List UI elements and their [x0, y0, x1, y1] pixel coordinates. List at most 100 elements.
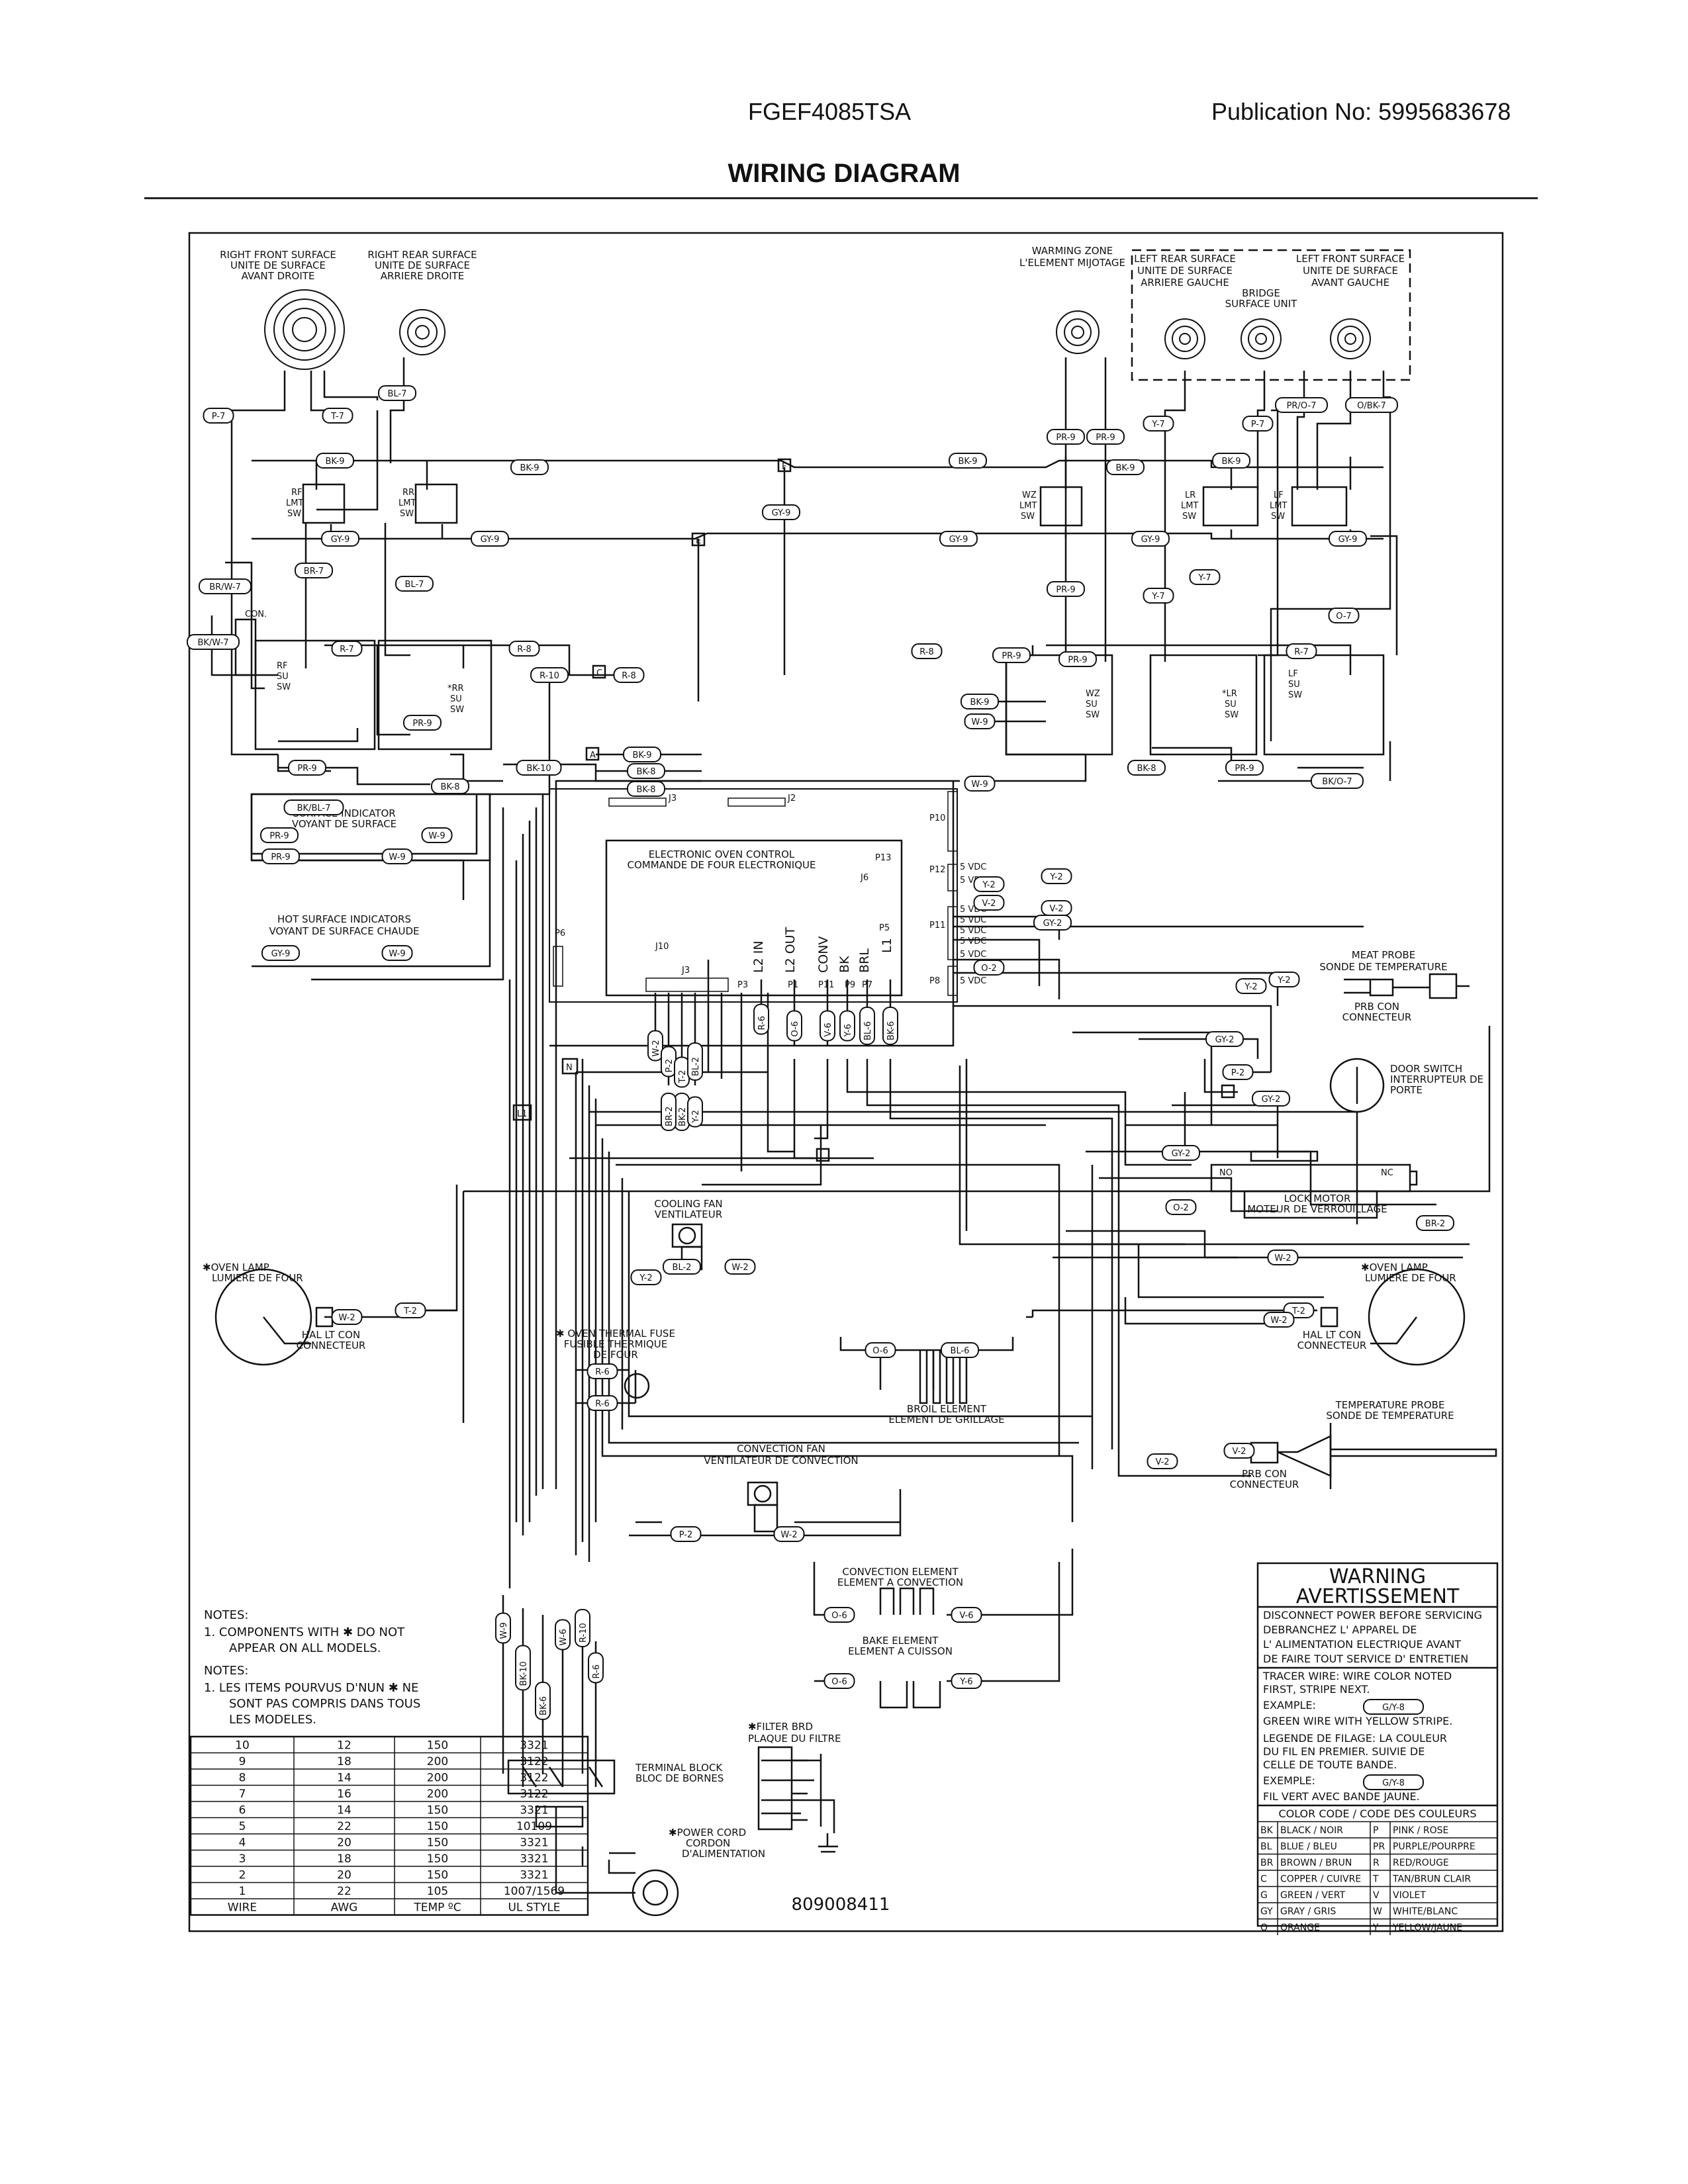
- wire-table-cell: 3321: [520, 1869, 548, 1882]
- bridge-surface-coil: [1241, 318, 1282, 359]
- color-code-cell: GY: [1260, 1907, 1273, 1917]
- wire-tag-text: W-6: [559, 1629, 569, 1645]
- wire-tag-text: T-2: [678, 1070, 688, 1084]
- eoc-port-p6: P6: [555, 929, 565, 938]
- wire-tag-text: BK-10: [526, 764, 551, 774]
- wire-tag: Y-7: [1143, 416, 1174, 432]
- eoc-pin-l2out: L2 OUT: [783, 927, 798, 973]
- warning-line: DU FIL EN PREMIER. SUIVIE DE: [1263, 1745, 1425, 1758]
- meat-prb-con-2: CONNECTEUR: [1342, 1011, 1412, 1023]
- eoc-pin-conv: CONV: [816, 936, 831, 973]
- wire-tag: GY-9: [1131, 531, 1170, 547]
- junction-e: E: [696, 536, 701, 546]
- eoc-port-j2: J2: [787, 794, 796, 803]
- broil-2: ELEMENT DE GRILLAGE: [888, 1414, 1004, 1426]
- wire-tag: PR-9: [1225, 760, 1264, 776]
- wire-tag-text: W-2: [1270, 1316, 1287, 1326]
- wire-tag-text: W-9: [499, 1622, 509, 1639]
- left-oven-lamp-1: ✱OVEN LAMP: [203, 1261, 269, 1273]
- wire-tag: R-7: [331, 641, 363, 657]
- wire-table-header: WIRE: [228, 1901, 257, 1915]
- wire-tag-text: BL-6: [951, 1346, 970, 1356]
- meat-probe-symbol: [1344, 973, 1470, 999]
- wire-tag-text: GY-9: [1338, 535, 1358, 545]
- color-code-cell: PR: [1373, 1842, 1385, 1852]
- junction-n: N: [566, 1063, 573, 1073]
- lock-motor-symbol: [1210, 1150, 1418, 1219]
- wire-tag-text: BK-9: [520, 463, 539, 473]
- wire-tag: PR-9: [1058, 651, 1097, 667]
- rr-lmt-3: SW: [400, 509, 414, 519]
- wire-tag: GY-2: [1162, 1145, 1200, 1161]
- wire-tag: R-6: [588, 1652, 604, 1684]
- eoc-port-p1: P1: [788, 980, 798, 990]
- wire-tag-text: V-6: [823, 1023, 833, 1036]
- lr-su-1: *LR: [1222, 689, 1237, 699]
- wire-tag: W-2: [331, 1309, 363, 1325]
- wire-tag: GY-2: [1252, 1091, 1290, 1107]
- wire-table-cell: 22: [337, 1820, 352, 1833]
- wire-table-cell: 150: [427, 1804, 448, 1817]
- wire-tag: R-8: [508, 641, 540, 657]
- wire-tag-text: BK-9: [958, 457, 977, 467]
- wire-tag: BK-8: [627, 781, 665, 797]
- wire-tag-text: BL-6: [863, 1021, 873, 1040]
- wire-tag-text: BR-2: [665, 1107, 675, 1126]
- wire-tag-text: GY-9: [331, 535, 350, 545]
- wire-tag: BK/W-7: [187, 634, 240, 650]
- wire-tag-text: PR-9: [1056, 585, 1075, 595]
- wire-tag: BK-9: [1106, 459, 1145, 475]
- temperature-probe-symbol: [1250, 1423, 1497, 1489]
- wire-tag: O/BK-7: [1345, 397, 1398, 413]
- lf-lmt-3: SW: [1271, 512, 1285, 522]
- wire-tag-text: Y-6: [843, 1024, 853, 1037]
- color-code-cell: BL: [1260, 1842, 1272, 1852]
- color-code-cell: R: [1373, 1858, 1380, 1868]
- wire-tag: PR-9: [260, 827, 299, 843]
- wire-tag-text: T-7: [330, 412, 344, 422]
- warning-line: DE FAIRE TOUT SERVICE D' ENTRETIEN: [1263, 1653, 1468, 1665]
- right-oven-lamp-1: ✱OVEN LAMP: [1361, 1261, 1428, 1273]
- wire-tag-text: PR-9: [1096, 433, 1115, 443]
- wire-table-cell: 3122: [520, 1755, 548, 1768]
- right-hal-lt-1: HAL LT CON: [1303, 1329, 1361, 1341]
- wire-tag: GY-2: [1205, 1031, 1244, 1047]
- meat-probe-2: SONDE DE TEMPERATURE: [1319, 961, 1447, 973]
- eoc-pin-brl: BRL: [857, 948, 872, 973]
- p11-connector: [947, 906, 958, 960]
- wire-tag: R-7: [1286, 643, 1317, 659]
- rf-surface-coil: [264, 289, 345, 370]
- wire-tag-text: P-2: [1231, 1068, 1245, 1078]
- lf-su-3: SW: [1288, 690, 1302, 700]
- eoc-port-j3b: J3: [681, 966, 690, 976]
- warning-title-fr: AVERTISSEMENT: [1296, 1585, 1460, 1608]
- wire-tag-text: GY-9: [1141, 535, 1160, 545]
- wire-tag-text: PR-9: [1002, 651, 1021, 661]
- wire-tag-text: BK-8: [636, 785, 655, 795]
- wire-tag: Y-2: [1235, 978, 1267, 994]
- rr-surface-label-1: RIGHT REAR SURFACE: [367, 249, 477, 261]
- p10-connector: [947, 791, 958, 852]
- lf-lmt-2: LMT: [1270, 501, 1287, 511]
- wire-tag: W-9: [964, 776, 996, 792]
- wire-tag: W-9: [964, 713, 996, 729]
- rr-lmt-1: RR: [402, 488, 414, 498]
- door-switch-3: PORTE: [1390, 1084, 1423, 1096]
- wz-su-1: WZ: [1086, 689, 1100, 699]
- eoc-port-p11: P11: [818, 980, 834, 990]
- wire-tag: PR-9: [261, 848, 300, 864]
- wire-tag-text: O-6: [790, 1021, 800, 1037]
- eoc-port-p12: P12: [929, 865, 945, 875]
- wire-tag-text: O-6: [872, 1346, 888, 1356]
- wire-tag: BL-6: [859, 1007, 875, 1045]
- title-rule: [144, 197, 1538, 199]
- wire-tag: GY-9: [471, 531, 509, 547]
- wire-table-header: AWG: [331, 1901, 358, 1915]
- wire-tag: R-8: [613, 667, 645, 683]
- wire-tag: BL-6: [941, 1342, 979, 1358]
- rf-lmt-2: LMT: [286, 498, 303, 508]
- wire-table-cell: 105: [427, 1885, 448, 1898]
- wire-table-cell: 3122: [520, 1772, 548, 1785]
